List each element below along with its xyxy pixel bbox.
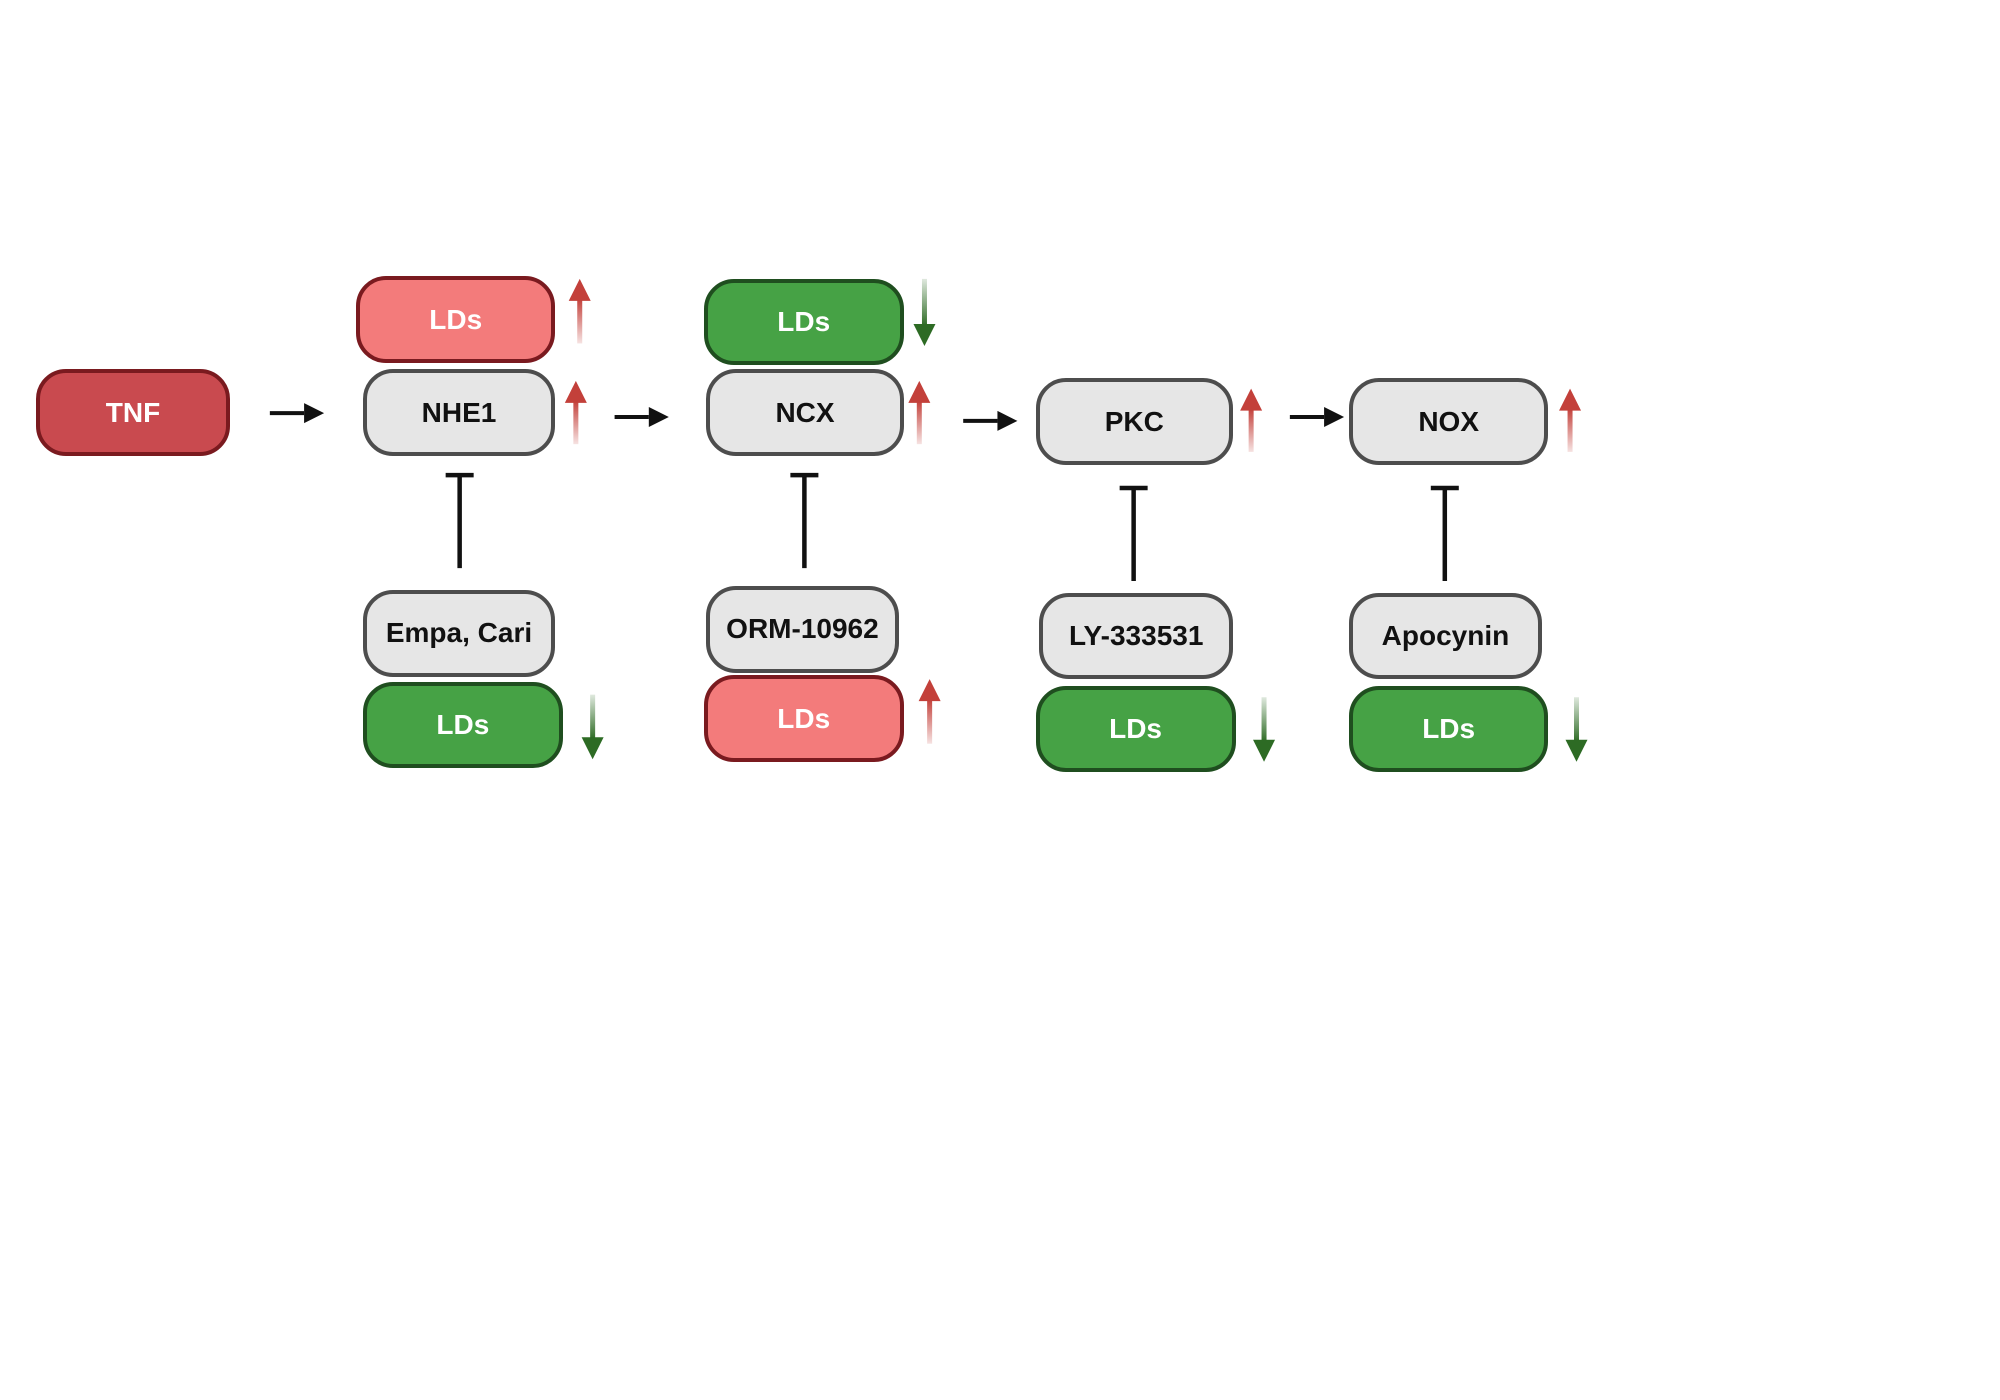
- node-label: LY-333531: [1069, 619, 1204, 651]
- activation-arrow-ncx-to-pkc: [963, 410, 1018, 431]
- node-empa-cari: Empa, Cari: [362, 590, 556, 677]
- node-lds-ncx-top: LDs: [703, 278, 904, 366]
- node-pkc: PKC: [1035, 378, 1234, 465]
- node-label: LDs: [777, 306, 831, 338]
- node-nhe1: NHE1: [362, 369, 556, 456]
- down-trend-arrow-icon-lds-nhe1-bottom: [581, 694, 604, 760]
- node-apocynin: Apocynin: [1349, 592, 1542, 680]
- node-label: LDs: [1422, 712, 1476, 744]
- down-trend-arrow-icon-lds-nox-bottom: [1565, 697, 1588, 762]
- node-nox: NOX: [1349, 378, 1549, 465]
- node-label: NOX: [1418, 405, 1479, 437]
- node-orm-10962: ORM-10962: [706, 586, 899, 673]
- node-lds-pkc-bottom: LDs: [1035, 685, 1236, 773]
- activation-arrow-pkc-to-nox: [1289, 407, 1345, 428]
- node-label: Apocynin: [1381, 619, 1510, 651]
- node-label: LDs: [429, 303, 483, 335]
- node-lds-nhe1-top: LDs: [356, 276, 556, 363]
- inhibition-bar-apocynin-to-nox: [1430, 485, 1459, 582]
- inhibition-bar-ly-333531-to-pkc: [1119, 485, 1148, 582]
- node-label: ORM-10962: [726, 613, 879, 645]
- node-label: LDs: [436, 708, 490, 740]
- node-lds-nhe1-bottom: LDs: [362, 681, 563, 769]
- node-label: PKC: [1104, 405, 1164, 437]
- up-trend-arrow-icon-ncx: [908, 380, 931, 445]
- node-label: LDs: [1109, 712, 1163, 744]
- node-tnf: TNF: [36, 369, 230, 456]
- down-trend-arrow-icon-lds-pkc-bottom: [1253, 697, 1276, 762]
- up-trend-arrow-icon-nox: [1559, 388, 1582, 452]
- node-label: LDs: [777, 702, 831, 734]
- node-lds-ncx-bottom: LDs: [703, 675, 904, 762]
- node-ncx: NCX: [706, 369, 904, 456]
- up-trend-arrow-icon-lds-ncx-bottom: [918, 679, 941, 744]
- activation-arrow-tnf-to-nhe1: [269, 403, 325, 424]
- inhibition-bar-empa-cari-to-nhe1: [445, 472, 474, 569]
- node-label: NHE1: [421, 396, 497, 428]
- up-trend-arrow-icon-nhe1: [564, 380, 587, 445]
- node-label: NCX: [775, 396, 835, 428]
- node-label: Empa, Cari: [385, 617, 533, 649]
- up-trend-arrow-icon-pkc: [1240, 388, 1263, 452]
- inhibition-bar-orm-10962-to-ncx: [790, 472, 819, 569]
- up-trend-arrow-icon-lds-nhe1-top: [568, 278, 591, 344]
- down-trend-arrow-icon-lds-ncx-top: [913, 278, 936, 347]
- node-lds-nox-bottom: LDs: [1349, 685, 1549, 773]
- node-ly-333531: LY-333531: [1039, 592, 1234, 680]
- node-label: TNF: [105, 396, 161, 428]
- activation-arrow-nhe1-to-ncx: [614, 407, 669, 428]
